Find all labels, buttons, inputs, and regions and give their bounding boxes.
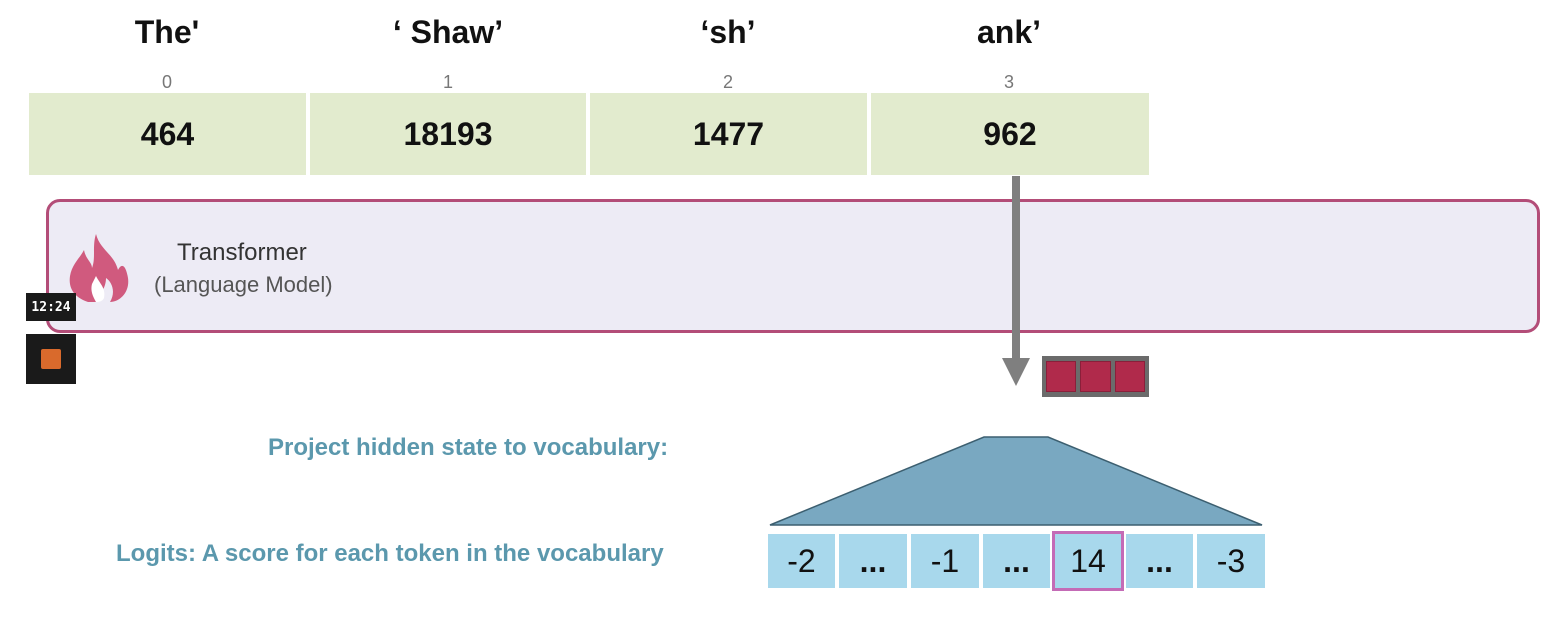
hidden-state-vector — [1042, 356, 1149, 397]
stop-button[interactable] — [26, 334, 76, 384]
logit-cell: -1 — [911, 534, 979, 588]
projection-trapezoid — [769, 436, 1263, 526]
video-timestamp: 12:24 — [26, 293, 76, 321]
token-text: ‘ Shaw’ — [392, 14, 504, 50]
logit-ellipsis: ... — [1126, 534, 1193, 588]
project-label: Project hidden state to vocabulary: — [268, 434, 669, 461]
transformer-block — [46, 199, 1540, 333]
logit-ellipsis: ... — [983, 534, 1050, 588]
token-id-cell: 962 — [871, 93, 1149, 175]
logit-cell: -2 — [768, 534, 835, 588]
token-text: ‘sh’ — [700, 14, 756, 50]
token-id-cell: 1477 — [590, 93, 867, 175]
transformer-title: Transformer — [177, 239, 307, 266]
stop-icon — [41, 349, 61, 369]
hidden-state-cell — [1046, 361, 1077, 392]
token-index: 0 — [161, 72, 172, 90]
token-id-cell: 464 — [29, 93, 306, 175]
logit-ellipsis: ... — [839, 534, 907, 588]
token-text: ank’ — [976, 14, 1042, 50]
token-text: The' — [134, 14, 200, 50]
token-index: 2 — [722, 72, 733, 90]
token-index: 1 — [442, 72, 453, 90]
hidden-state-cell — [1114, 361, 1145, 392]
logit-cell-highlighted: 14 — [1052, 531, 1124, 591]
transformer-subtitle: (Language Model) — [154, 272, 333, 297]
down-arrow — [1002, 176, 1030, 386]
token-index: 3 — [1003, 72, 1014, 90]
logits-label: Logits: A score for each token in the vo… — [116, 540, 664, 567]
hidden-state-cell — [1080, 361, 1111, 392]
flame-icon — [69, 234, 129, 302]
logit-cell: -3 — [1197, 534, 1265, 588]
token-id-cell: 18193 — [310, 93, 586, 175]
